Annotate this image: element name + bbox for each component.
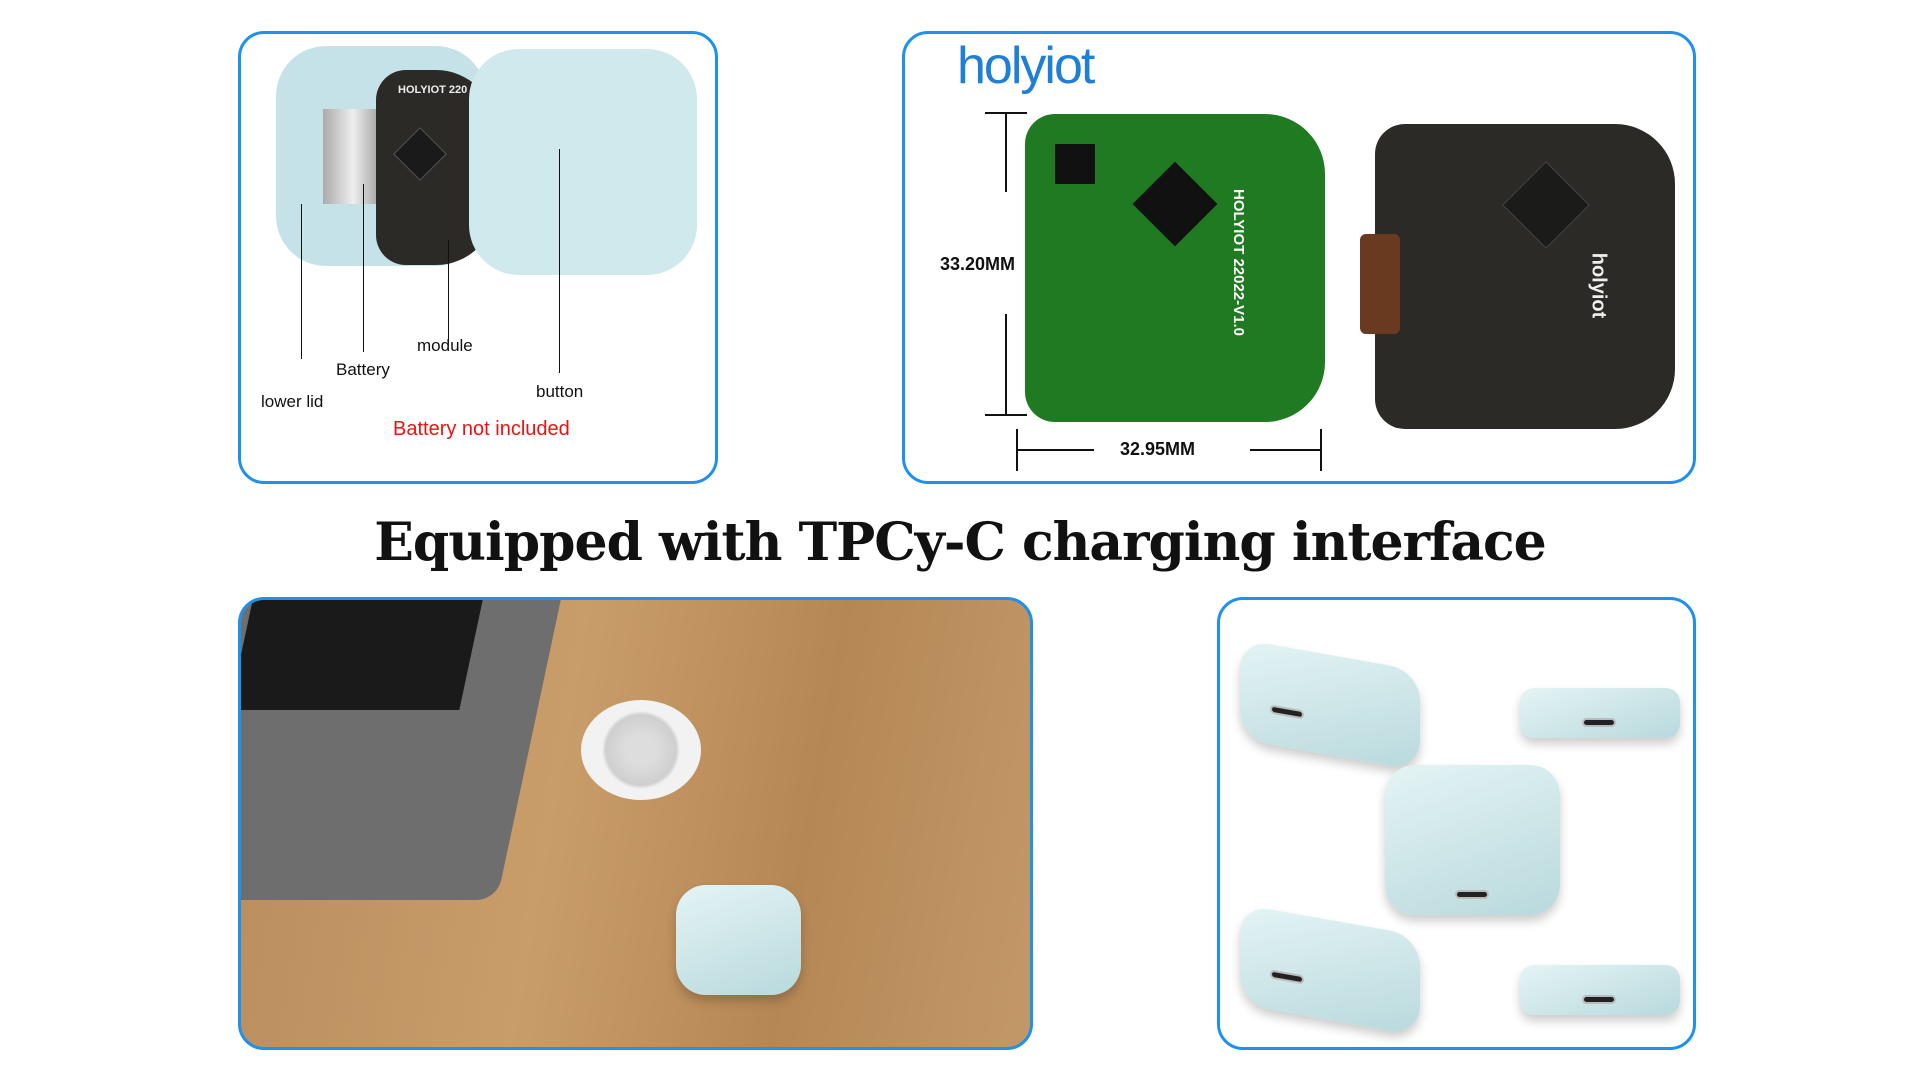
leader-line-lower-lid <box>301 204 302 359</box>
pcb-chip <box>393 127 447 181</box>
device-angle-view-1 <box>1240 639 1420 771</box>
leader-line-module <box>448 240 449 343</box>
label-lower-lid: lower lid <box>261 392 324 411</box>
battery-note: Battery not included <box>393 418 570 440</box>
pcb-silkscreen: HOLYIOT 220 <box>398 84 468 96</box>
width-dim-tick-right <box>1320 429 1322 471</box>
label-button: button <box>536 382 584 401</box>
pcb-front-small-chip <box>1055 144 1095 184</box>
height-dim-line-lower <box>1005 314 1007 414</box>
pcb-back-main-chip <box>1502 161 1590 249</box>
pcb-back-image: holyiot <box>1360 124 1675 429</box>
device-front-view <box>1385 765 1560 915</box>
usb-c-port <box>1270 969 1304 985</box>
width-dim-line-left <box>1016 449 1094 451</box>
device-views-panel <box>1217 597 1696 1050</box>
keyboard-image <box>241 600 483 710</box>
pcb-dimensions-panel: holyiot 33.20MM HOLYIOT 22022-V1.0 holyi… <box>902 31 1696 484</box>
height-dim-line-upper <box>1005 112 1007 192</box>
device-side-view-1 <box>1520 688 1680 738</box>
usage-photo-panel <box>238 597 1033 1050</box>
label-module: module <box>417 336 473 355</box>
width-dim-line-right <box>1250 449 1320 451</box>
device-angle-view-2 <box>1240 904 1420 1036</box>
headline: Equipped with TPCy-C charging interface <box>374 512 1547 573</box>
pcb-front-image: HOLYIOT 22022-V1.0 <box>1025 114 1325 422</box>
height-dimension: 33.20MM <box>940 254 1016 274</box>
width-dimension: 32.95MM <box>1120 439 1196 459</box>
cable-reel-image <box>581 700 701 800</box>
pcb-back-connector <box>1360 234 1400 334</box>
usb-c-port <box>1582 995 1616 1004</box>
pcb-front-main-chip <box>1132 161 1218 247</box>
battery-image <box>323 109 383 204</box>
device-side-view-2 <box>1520 965 1680 1015</box>
usb-c-port <box>1270 704 1304 720</box>
holyiot-logo: holyiot <box>957 37 1095 95</box>
exploded-view-panel: HOLYIOT 220 lower lid Battery module but… <box>238 31 718 484</box>
leader-line-battery <box>363 184 364 352</box>
pcb-back-brand: holyiot <box>1587 252 1610 319</box>
tag-device-image <box>676 885 801 995</box>
usb-c-port <box>1582 718 1616 727</box>
height-dim-tick-bottom <box>985 414 1027 416</box>
button-cover-image <box>469 49 697 275</box>
leader-line-button <box>559 149 560 373</box>
usb-c-port <box>1455 890 1489 899</box>
pcb-front-text: HOLYIOT 22022-V1.0 <box>1230 188 1248 337</box>
label-battery: Battery <box>336 360 390 379</box>
